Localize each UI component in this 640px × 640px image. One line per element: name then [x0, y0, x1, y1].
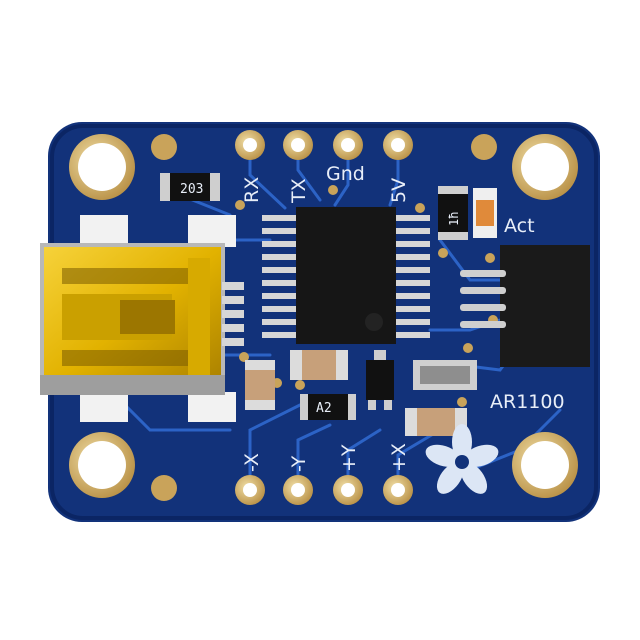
fiducial: [151, 134, 177, 160]
pin-label-pos-x: +X: [388, 443, 410, 472]
pin-label-gnd: Gnd: [326, 163, 365, 185]
part-number-label: AR1100: [490, 391, 565, 413]
resistor-203: 203: [160, 173, 220, 201]
bottom-header-pads: [235, 475, 413, 505]
crystal: [413, 360, 477, 390]
fiducial: [151, 475, 177, 501]
capacitor-left: [245, 360, 275, 410]
diode-a2: A2: [300, 394, 356, 420]
pin-label-pos-y: +Y: [338, 444, 360, 472]
touchscreen-connector: [460, 245, 590, 367]
transistor: [366, 350, 394, 410]
top-header-pads: [235, 130, 413, 160]
pin-label-neg-y: -Y: [288, 455, 310, 472]
pin-label-tx: TX: [288, 178, 310, 204]
svg-text:203: 203: [180, 182, 203, 197]
capacitor-top-right: 1ħ: [438, 186, 468, 240]
usb-signal-pins: [222, 282, 244, 346]
mini-usb-connector: [40, 243, 225, 395]
pin-label-rx: RX: [241, 177, 263, 203]
pin-label-neg-x: -X: [241, 453, 263, 472]
mounting-holes: [69, 134, 578, 498]
activity-led: [473, 188, 497, 238]
controller-ic-chip: [262, 207, 430, 344]
pin-label-5v: 5V: [388, 178, 410, 203]
adafruit-flower-logo: [425, 424, 499, 494]
svg-text:A2: A2: [316, 401, 332, 416]
fiducial: [471, 134, 497, 160]
capacitor-middle: [290, 350, 348, 380]
activity-led-label: Act: [504, 215, 535, 237]
svg-text:1ħ: 1ħ: [447, 212, 461, 226]
usb-mount-pads: [80, 215, 236, 422]
